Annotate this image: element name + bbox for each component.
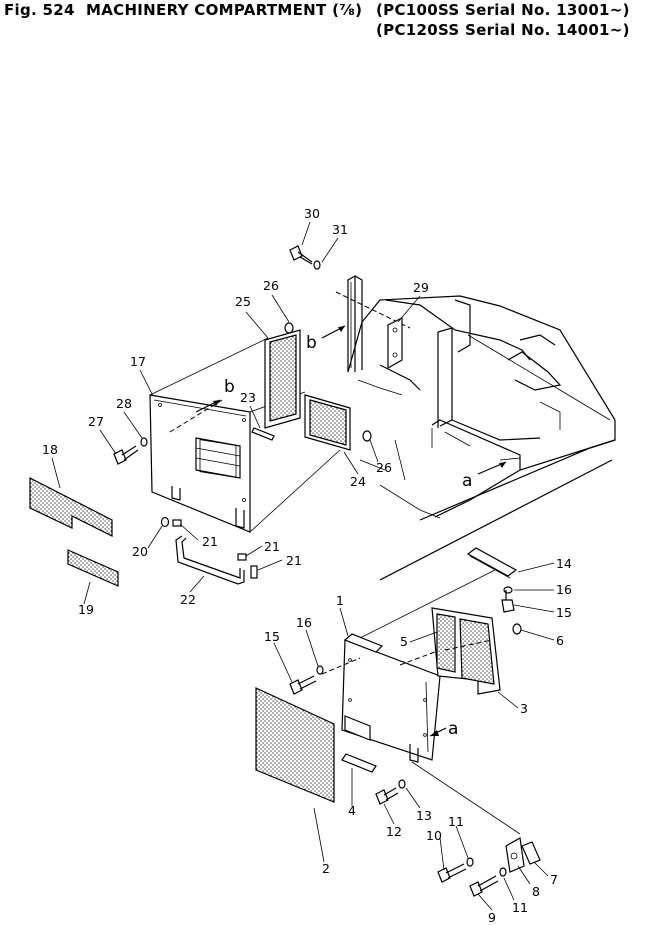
label-21-a: 21 <box>202 534 218 549</box>
label-19: 19 <box>78 602 94 617</box>
part-6-clip <box>512 623 522 635</box>
label-25: 25 <box>235 294 251 309</box>
label-21-b: 21 <box>264 539 280 554</box>
ref-letter-b-panel: b <box>224 377 235 397</box>
label-27: 27 <box>88 414 104 429</box>
label-11-upper: 11 <box>448 814 464 829</box>
part-18-seal <box>29 477 113 537</box>
label-8: 8 <box>532 884 540 899</box>
label-29: 29 <box>413 280 429 295</box>
part-26-clip-lower <box>362 430 372 442</box>
part-12-bolt <box>375 787 399 805</box>
part-11-washer-upper <box>466 857 474 867</box>
part-28-washer <box>140 437 148 447</box>
part-26-clip-upper <box>284 322 294 334</box>
label-26-upper: 26 <box>263 278 279 293</box>
label-16-right: 16 <box>556 582 572 597</box>
label-10: 10 <box>426 828 442 843</box>
part-16-washer-left <box>316 665 324 675</box>
part-14-bracket <box>466 547 518 579</box>
serial-range-pc120ss: (PC120SS Serial No. 14001~) <box>376 21 630 39</box>
label-4: 4 <box>348 803 356 818</box>
part-5-filter-element <box>436 613 495 685</box>
label-1: 1 <box>336 593 344 608</box>
label-12: 12 <box>386 824 402 839</box>
part-7-plate <box>521 841 541 865</box>
label-28: 28 <box>116 396 132 411</box>
part-25-filter <box>264 329 301 429</box>
label-18: 18 <box>42 442 58 457</box>
label-24: 24 <box>350 474 366 489</box>
part-number-labels: 30 31 29 26 25 17 28 27 18 23 26 24 20 2… <box>42 206 572 925</box>
figure-number: Fig. 524 <box>4 1 75 19</box>
ref-letter-b-upper: b <box>306 333 317 353</box>
label-20: 20 <box>132 544 148 559</box>
label-2: 2 <box>322 861 330 876</box>
part-16-washer-right <box>503 586 513 594</box>
part-19-seal <box>67 549 119 587</box>
label-31: 31 <box>332 222 348 237</box>
part-8-plate <box>505 837 525 873</box>
part-21-cushion-a <box>172 519 182 527</box>
part-10-bolt <box>437 863 467 883</box>
part-1-access-panel <box>341 633 441 763</box>
part-2-cover-seal <box>255 687 335 803</box>
figure-title: MACHINERY COMPARTMENT (⅞) <box>86 1 363 19</box>
label-13: 13 <box>416 808 432 823</box>
label-9: 9 <box>488 910 496 925</box>
part-15-bolt-left <box>289 675 317 695</box>
part-21-cushion-c <box>250 565 258 579</box>
label-11-lower: 11 <box>512 900 528 915</box>
label-17: 17 <box>130 354 146 369</box>
leader-lines <box>51 221 555 911</box>
part-11-washer-lower <box>499 867 507 877</box>
part-21-cushion-b <box>237 553 247 561</box>
label-23: 23 <box>240 390 256 405</box>
label-5: 5 <box>400 634 408 649</box>
label-16-left: 16 <box>296 615 312 630</box>
label-30: 30 <box>304 206 320 221</box>
label-7: 7 <box>550 872 558 887</box>
label-21-c: 21 <box>286 553 302 568</box>
part-27-bolt <box>113 445 139 465</box>
label-26-lower: 26 <box>376 460 392 475</box>
part-24-filter <box>304 394 351 451</box>
part-30-bolt <box>289 245 313 265</box>
part-22-rod <box>175 535 245 585</box>
ref-letter-a-panel: a <box>448 719 458 739</box>
part-31-washer <box>313 260 321 270</box>
part-23-spacer <box>251 427 275 441</box>
label-14: 14 <box>556 556 572 571</box>
serial-range-pc100ss: (PC100SS Serial No. 13001~) <box>376 1 630 19</box>
part-13-washer <box>398 779 406 789</box>
part-9-bolt <box>469 875 499 897</box>
label-15-left: 15 <box>264 629 280 644</box>
ref-letter-a-frame: a <box>462 471 472 491</box>
label-3: 3 <box>520 701 528 716</box>
label-22: 22 <box>180 592 196 607</box>
label-6: 6 <box>556 633 564 648</box>
part-17-side-panel <box>149 394 251 533</box>
part-15-bolt-right <box>501 590 515 613</box>
part-4-spacer <box>341 753 377 773</box>
label-15-right: 15 <box>556 605 572 620</box>
part-20-grommet <box>160 516 170 528</box>
part-29-bracket <box>387 317 403 370</box>
